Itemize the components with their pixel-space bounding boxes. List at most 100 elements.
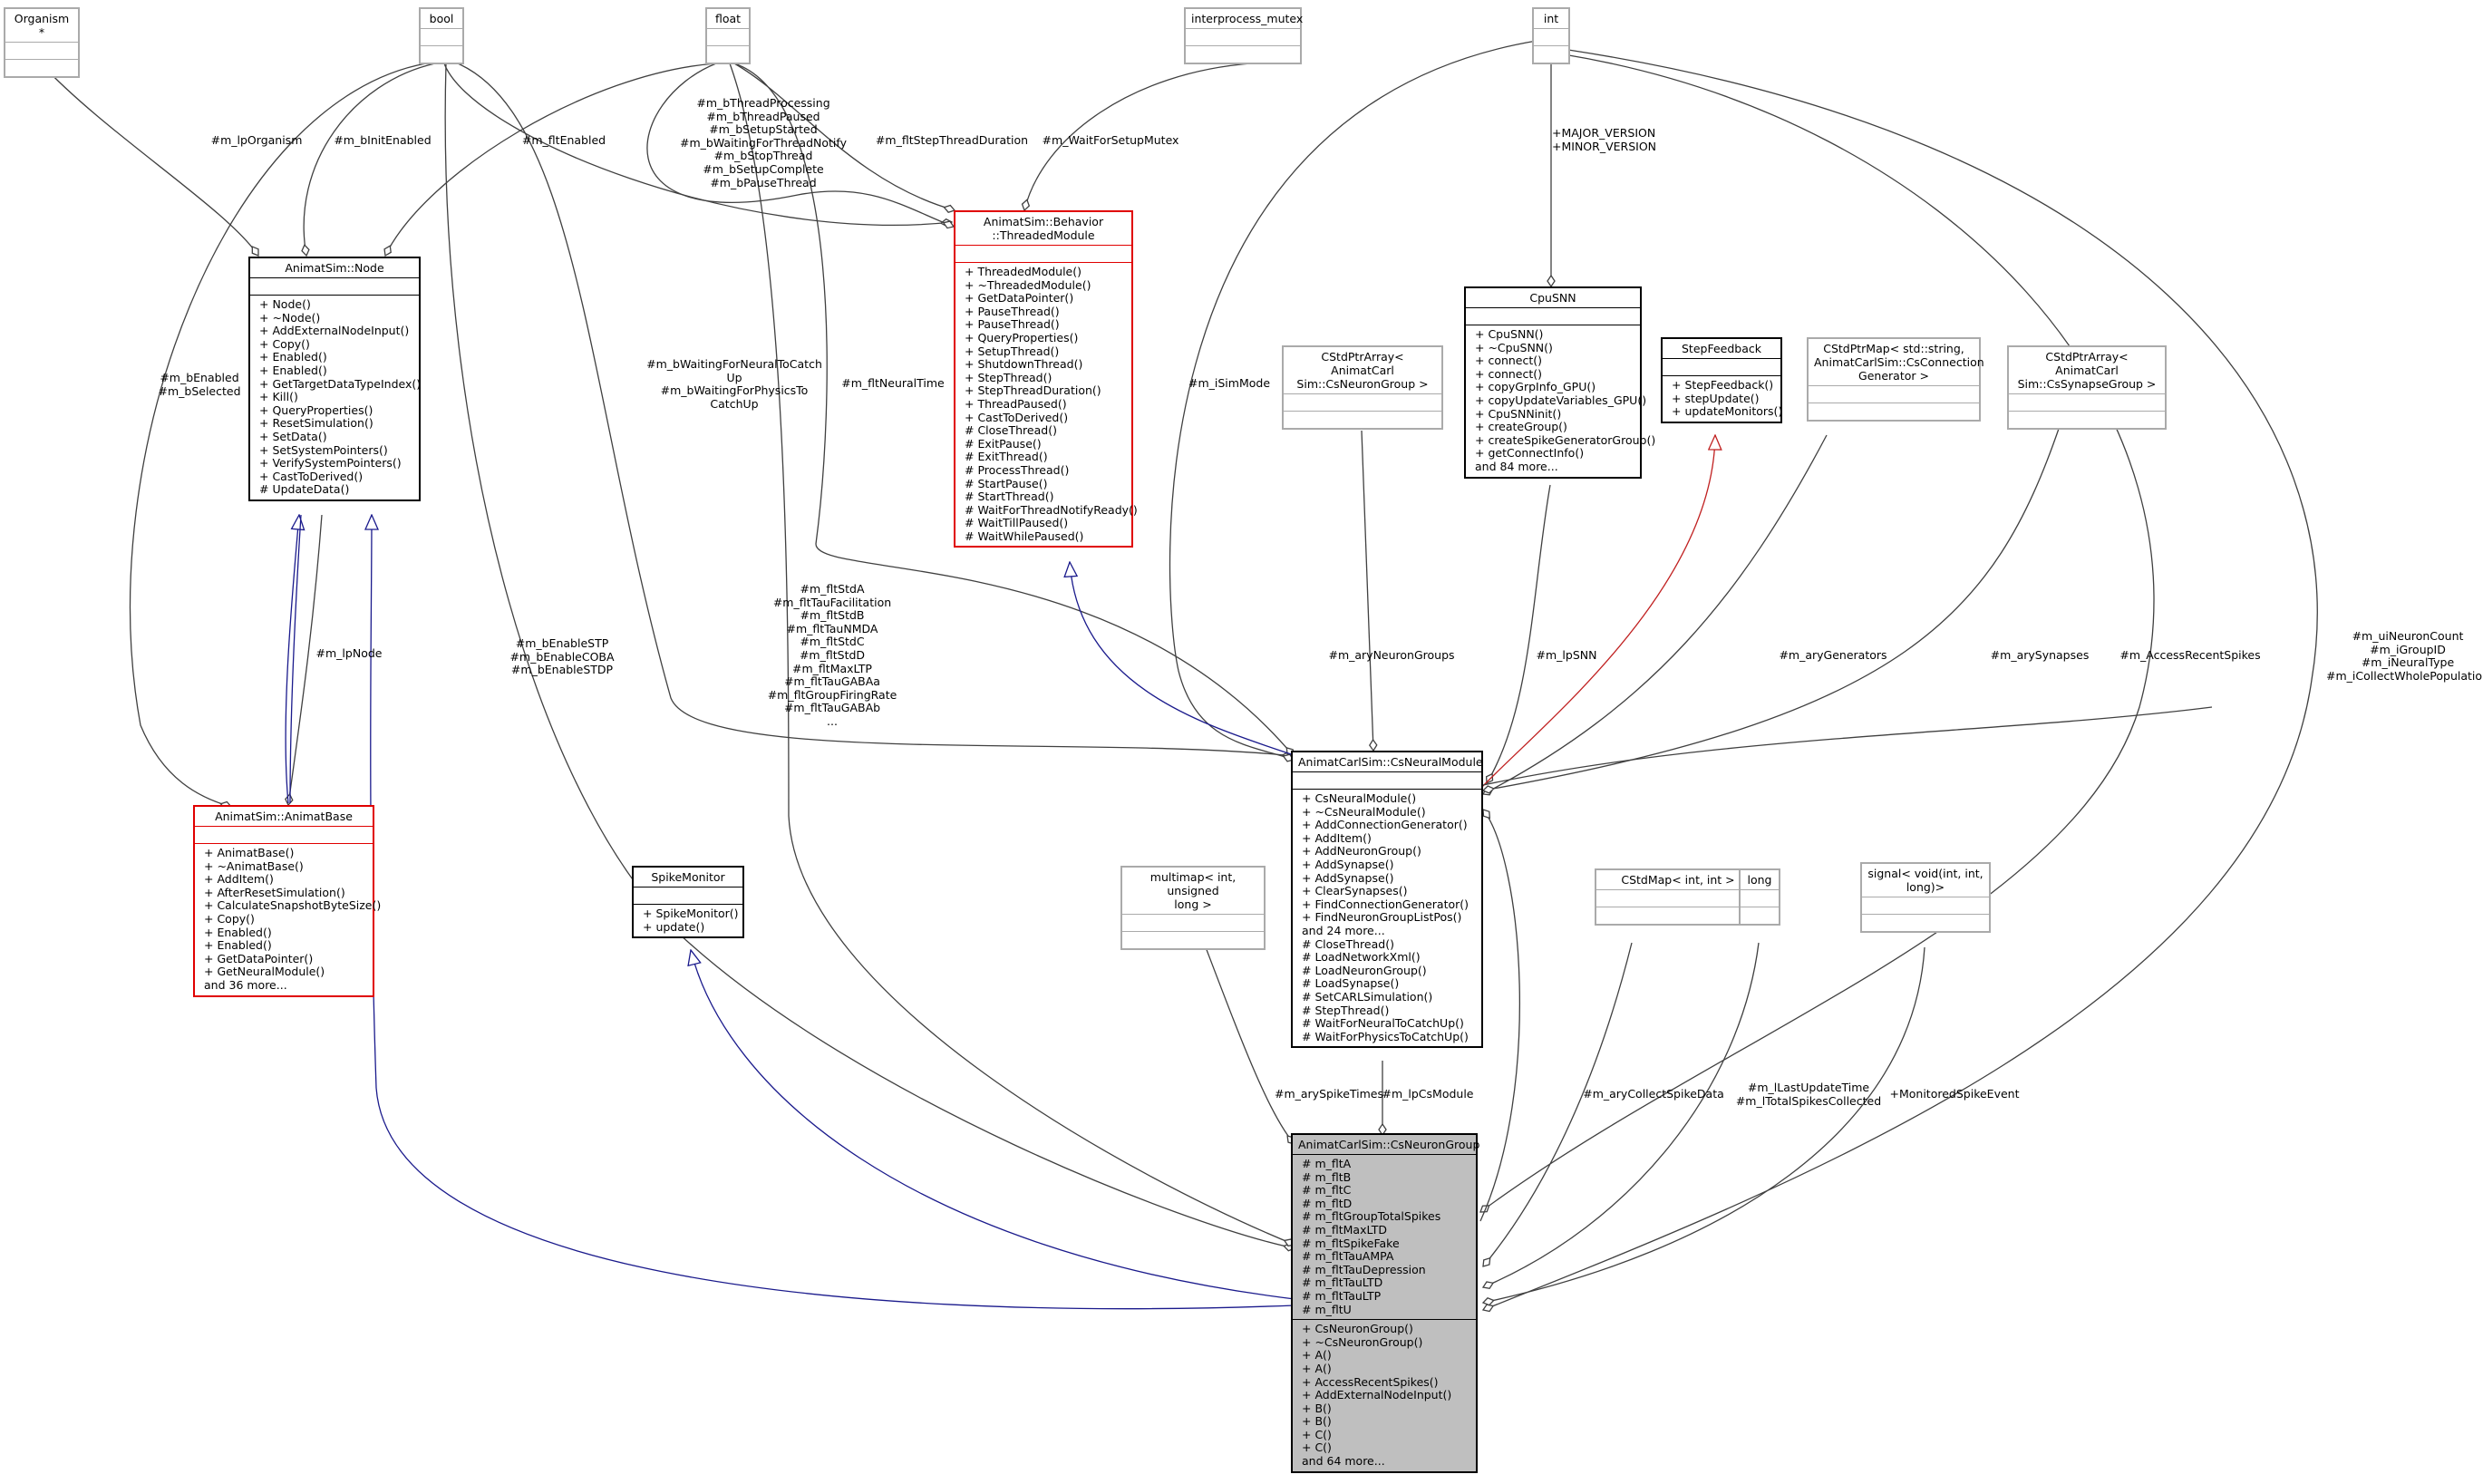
methods-section: + Node()+ ~Node()+ AddExternalNodeInput(… (250, 295, 421, 500)
methods-section (421, 45, 462, 63)
member-item: # ExitPause() (965, 436, 1042, 451)
member-item: + QueryProperties() (259, 403, 373, 417)
edge-label-enableFlags: #m_bEnableSTP #m_bEnableCOBA #m_bEnableS… (509, 636, 615, 677)
attributes-section (1534, 28, 1568, 45)
class-node-interprocess-mutex[interactable]: interprocess_mutex (1184, 7, 1304, 64)
edge-fltStepThreadDuration (733, 63, 955, 210)
class-node-int[interactable]: int (1532, 7, 1570, 64)
edge-label-longFields: #m_lLastUpdateTime #m_lTotalSpikesCollec… (1735, 1081, 1882, 1108)
member-item: # m_fltTauAMPA (1302, 1249, 1394, 1264)
member-item: + connect() (1475, 354, 1543, 368)
member-item: # WaitForPhysicsToCatchUp() (1302, 1029, 1469, 1043)
attributes-section (1122, 914, 1264, 931)
member-item: # StepThread() (1302, 1003, 1390, 1017)
member-item: + AnimatBase() (204, 846, 295, 859)
class-node-csneurongroup[interactable]: AnimatCarlSim::CsNeuronGroup # m_fltA# m… (1291, 1133, 1479, 1473)
class-title: CStdMap< int, int > (1621, 873, 1735, 887)
class-title: int (1543, 12, 1559, 25)
member-item: + SetData() (259, 429, 327, 443)
member-item: + SetSystemPointers() (259, 442, 388, 457)
edge-label-lpCsModule: #m_lpCsModule (1382, 1087, 1474, 1101)
class-node-multimap[interactable]: multimap< int, unsigned long > (1120, 866, 1266, 950)
edge-threadFlags-float (646, 63, 954, 227)
class-node-bool[interactable]: bool (419, 7, 464, 64)
class-node-neurongroup-array[interactable]: CStdPtrArray< AnimatCarl Sim::CsNeuronGr… (1282, 345, 1443, 430)
edge-bEnabledSelected (130, 63, 427, 807)
member-item: and 36 more... (204, 977, 287, 992)
attributes-section (1596, 889, 1760, 907)
methods-section: + ThreadedModule()+ ~ThreadedModule()+ G… (955, 262, 1138, 546)
methods-section (1534, 45, 1568, 63)
class-node-cstdmap[interactable]: CStdMap< int, int > (1595, 868, 1761, 926)
methods-section (1741, 907, 1779, 924)
member-item: + B() (1302, 1414, 1332, 1429)
member-item: # m_fltC (1302, 1183, 1352, 1198)
attributes-section (1741, 889, 1779, 907)
methods-section: + StepFeedback()+ stepUpdate()+ updateMo… (1663, 375, 1782, 422)
edge-label-aryGenerators: #m_aryGenerators (1779, 648, 1887, 662)
member-item: # StartThread() (965, 490, 1054, 504)
member-item: + stepUpdate() (1672, 391, 1760, 405)
member-item: + GetDataPointer() (965, 291, 1074, 306)
edge-label-iSimMode: #m_iSimMode (1188, 376, 1271, 390)
member-item: + copyGrpInfo_GPU() (1475, 380, 1596, 394)
member-item: and 84 more... (1475, 459, 1558, 473)
class-node-neural-module[interactable]: AnimatCarlSim::CsNeuralModule + CsNeural… (1291, 751, 1483, 1049)
attributes-section (421, 28, 462, 45)
class-node-animatsim-node[interactable]: AnimatSim::Node + Node()+ ~Node()+ AddEx… (248, 257, 421, 501)
member-item: + QueryProperties() (965, 330, 1079, 344)
class-node-organism[interactable]: Organism * (4, 7, 80, 78)
edge-inherit-animatbase-node-1 (285, 515, 299, 804)
methods-section (1122, 931, 1264, 948)
member-item: # m_fltMaxLTD (1302, 1222, 1387, 1237)
edge-aryGenerators (1483, 434, 1828, 794)
class-title: AnimatSim::Node (285, 261, 384, 275)
member-item: + createSpikeGeneratorGroup() (1475, 432, 1656, 447)
edge-waitingCatchUp (457, 63, 1294, 756)
attributes-section (634, 887, 742, 904)
member-item: + A() (1302, 1348, 1332, 1363)
member-item: + SetupThread() (965, 344, 1060, 358)
class-node-float[interactable]: float (705, 7, 751, 64)
methods-section (1284, 411, 1441, 428)
member-item: + C() (1302, 1427, 1332, 1441)
class-title: Organism * (14, 12, 70, 39)
member-item: # m_fltD (1302, 1196, 1353, 1210)
methods-section (1186, 45, 1300, 63)
class-node-signal[interactable]: signal< void(int, int, long)> (1860, 862, 1991, 933)
class-node-connection-generator-map[interactable]: CStdPtrMap< std::string, AnimatCarlSim::… (1807, 337, 1984, 422)
member-item: + AddExternalNodeInput() (259, 324, 410, 338)
class-title: AnimatSim::AnimatBase (215, 810, 353, 823)
attributes-section (1663, 358, 1780, 375)
member-item: # m_fltTauLTP (1302, 1288, 1382, 1303)
edge-aryCollectSpikeData (1483, 942, 1633, 1266)
edge-fltEnabled (385, 63, 717, 256)
edge-arySynapses (1483, 425, 2061, 790)
member-item: + AddConnectionGenerator() (1302, 818, 1468, 832)
member-item: + CpuSNN() (1475, 327, 1544, 341)
edge-waitForSetupMutex (1024, 63, 1252, 210)
member-item: # UpdateData() (259, 482, 350, 497)
attributes-section (1466, 307, 1640, 325)
class-node-long[interactable]: long (1739, 868, 1780, 926)
class-node-spikemonitor[interactable]: SpikeMonitor + SpikeMonitor()+ update() (632, 866, 744, 939)
class-node-animatbase[interactable]: AnimatSim::AnimatBase + AnimatBase()+ ~A… (193, 805, 381, 997)
edge-groupFloats (729, 63, 1295, 1245)
attributes-section (2009, 393, 2165, 411)
member-item: + CastToDerived() (965, 410, 1069, 424)
edge-longFields (1483, 942, 1760, 1287)
member-item: # m_fltGroupTotalSpikes (1302, 1209, 1441, 1224)
attributes-section (1809, 385, 1979, 403)
edge-label-version: +MAJOR_VERSION +MINOR_VERSION (1552, 126, 1657, 153)
edge-label-aryNeuronGroups: #m_aryNeuronGroups (1328, 648, 1455, 662)
class-node-stepfeedback[interactable]: StepFeedback + StepFeedback()+ stepUpdat… (1661, 337, 1782, 423)
class-title: StepFeedback (1682, 342, 1761, 355)
class-node-threaded-module[interactable]: AnimatSim::Behavior ::ThreadedModule + T… (954, 210, 1138, 548)
edge-label-intFields: #m_uiNeuronCount #m_iGroupID #m_iNeuralT… (2326, 629, 2483, 683)
class-node-cpusnn[interactable]: CpuSNN + CpuSNN()+ ~CpuSNN()+ connect()+… (1464, 286, 1656, 479)
class-node-synapse-array[interactable]: CStdPtrArray< AnimatCarl Sim::CsSynapseG… (2007, 345, 2167, 430)
methods-section: + CsNeuronGroup()+ ~CsNeuronGroup()+ A()… (1293, 1319, 1476, 1471)
member-item: + C() (1302, 1440, 1332, 1455)
class-title: interprocess_mutex (1191, 12, 1304, 25)
